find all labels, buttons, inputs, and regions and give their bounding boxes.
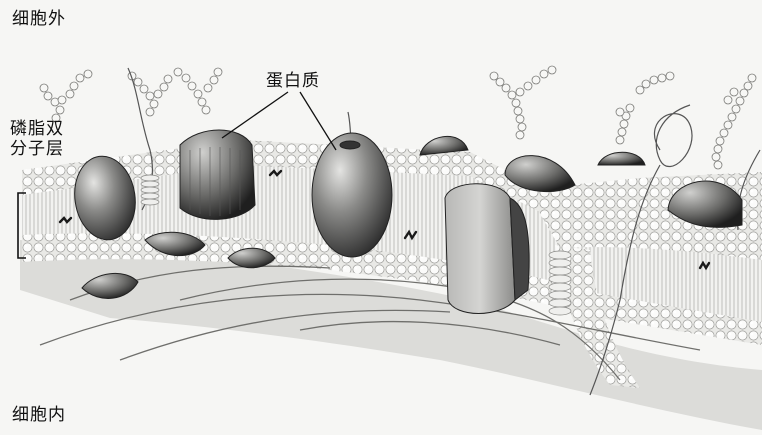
protein-channel xyxy=(445,184,515,314)
bilayer-label-line2: 分子层 xyxy=(10,140,64,160)
bilayer-label: 磷脂双 分子层 xyxy=(10,120,64,159)
protein-label: 蛋白质 xyxy=(266,72,320,92)
protein-far-right-dome xyxy=(598,152,645,165)
glycan-chain xyxy=(128,72,172,116)
glycan-chain xyxy=(490,66,556,139)
inside-label: 细胞内 xyxy=(12,406,66,426)
glycan-chain xyxy=(712,74,756,169)
disc-stack-left xyxy=(141,175,159,205)
protein-central-pore xyxy=(340,141,360,149)
outside-label: 细胞外 xyxy=(12,10,66,30)
glycan-chain xyxy=(40,70,92,122)
bilayer-label-line1: 磷脂双 xyxy=(10,120,64,140)
protein-barrel xyxy=(180,130,255,219)
protein-central-ellipsoid xyxy=(312,133,392,257)
glycan-chain xyxy=(636,72,674,94)
glycan-chain xyxy=(174,68,222,114)
glycan-chain xyxy=(616,104,634,144)
